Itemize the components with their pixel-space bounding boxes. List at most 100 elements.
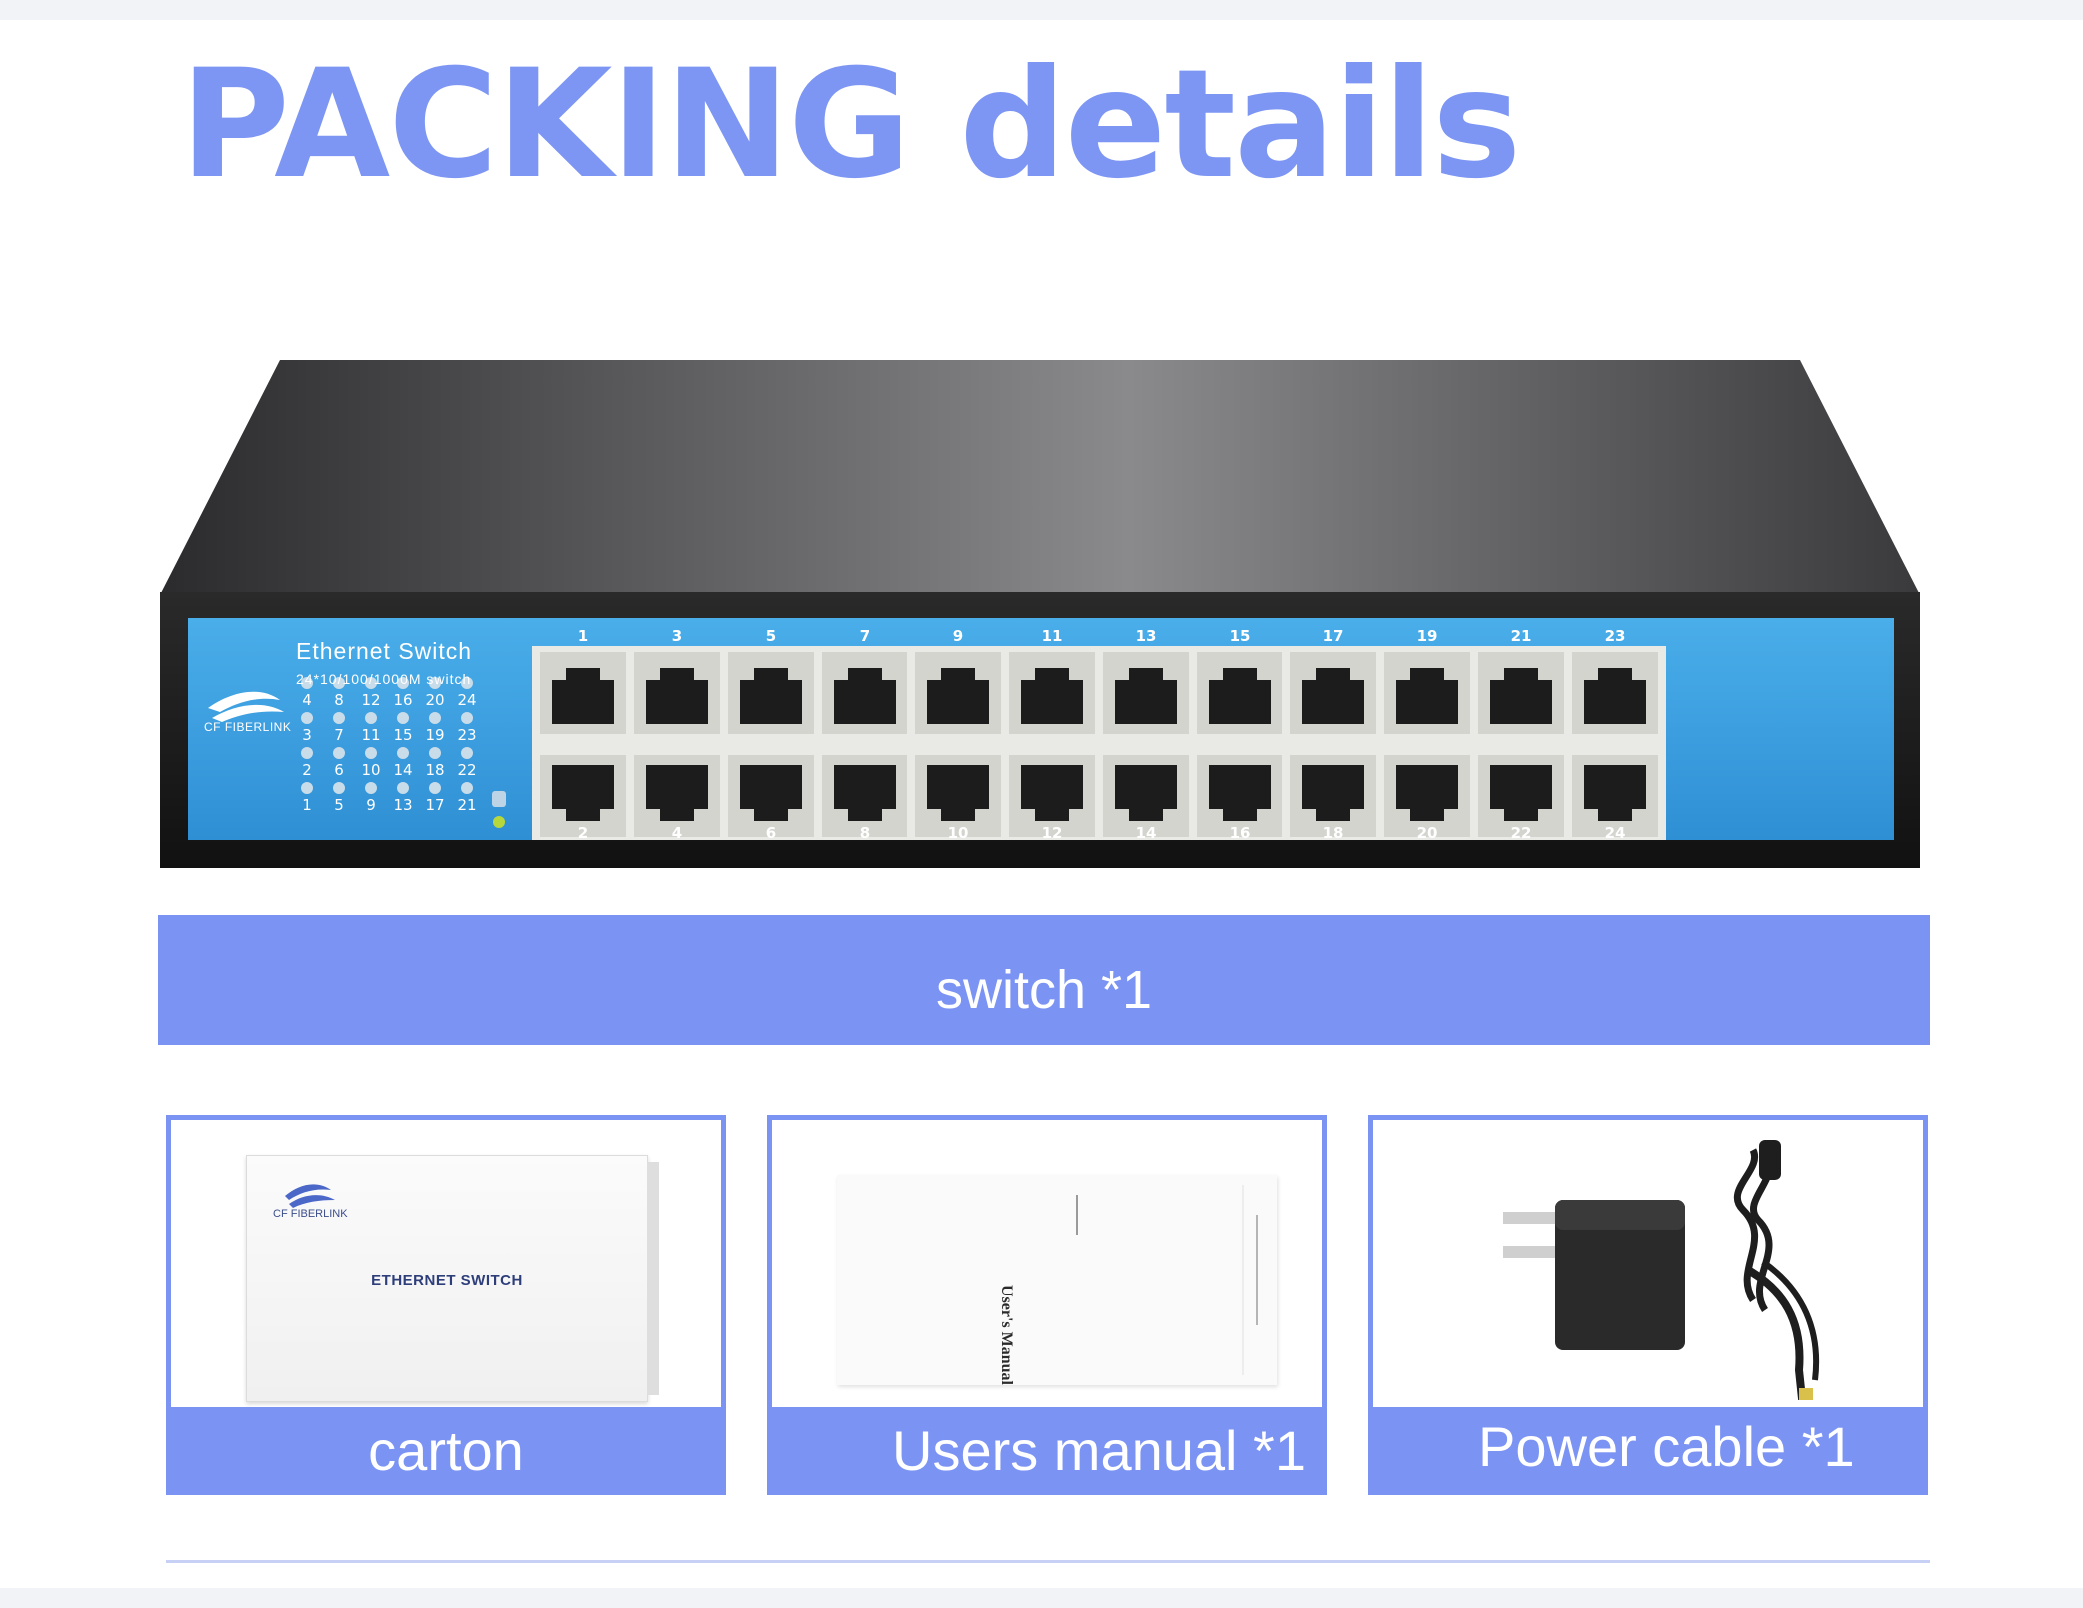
port-led: [301, 677, 313, 689]
port-number-bottom: 24: [1604, 824, 1626, 842]
rj45-port-opening: [834, 668, 896, 724]
port-led: [429, 677, 441, 689]
switch-spec: 24*10/100/1000M switch: [296, 671, 472, 687]
port-led: [333, 677, 345, 689]
rj45-port-opening: [1209, 765, 1271, 821]
rj45-port-opening: [1302, 765, 1364, 821]
port-led: [397, 747, 409, 759]
port-led: [397, 712, 409, 724]
rj45-port-opening: [1115, 668, 1177, 724]
rj45-port-opening: [1584, 668, 1646, 724]
port-led: [461, 712, 473, 724]
led-number: 19: [425, 726, 445, 744]
port-led: [429, 747, 441, 759]
port-led: [461, 782, 473, 794]
led-number: 8: [334, 691, 344, 709]
logo-wing-2: [212, 704, 284, 722]
port-number-top: 17: [1322, 627, 1344, 645]
port-led: [301, 712, 313, 724]
port-groups: [532, 646, 1666, 840]
port-led: [461, 747, 473, 759]
port-led: [429, 712, 441, 724]
port-led: [461, 677, 473, 689]
port-number-bottom: 12: [1041, 824, 1063, 842]
led-number: 3: [302, 726, 312, 744]
carton-side: [647, 1162, 659, 1395]
port-led: [333, 747, 345, 759]
port-led: [365, 712, 377, 724]
port-led: [365, 677, 377, 689]
page: PACKING details: [0, 20, 2083, 1588]
led-number: 17: [425, 796, 445, 814]
carton-brand: CF FIBERLINK: [273, 1208, 348, 1220]
rj45-port-opening: [740, 668, 802, 724]
rj45-port-opening: [552, 765, 614, 821]
switch-illustration: [160, 360, 1920, 868]
carton-logo-icon: [285, 1184, 335, 1208]
power-led: [492, 791, 506, 807]
rj45-port-opening: [1396, 765, 1458, 821]
rj45-port-opening: [1209, 668, 1271, 724]
led-number: 18: [425, 761, 445, 779]
led-number: 12: [361, 691, 381, 709]
power-indicator: [493, 816, 505, 828]
led-number: 23: [457, 726, 477, 744]
switch-brand: CF FIBERLINK: [204, 720, 292, 734]
port-led: [301, 782, 313, 794]
rj45-port-opening: [740, 765, 802, 821]
led-number: 21: [457, 796, 477, 814]
bottom-divider: [166, 1560, 1930, 1563]
led-number: 15: [393, 726, 413, 744]
led-number: 5: [334, 796, 344, 814]
manual-booklet: User's Manual: [837, 1175, 1277, 1385]
manual-cover-text: User's Manual: [998, 1285, 1015, 1385]
rj45-port-opening: [834, 765, 896, 821]
manual-card: User's Manual Users manual *1: [767, 1115, 1327, 1495]
carton-label: carton: [166, 1407, 726, 1495]
port-number-top: 13: [1135, 627, 1157, 645]
port-led: [301, 747, 313, 759]
port-number-bottom: 2: [577, 824, 589, 842]
power-adapter-icon: [1503, 1140, 1820, 1400]
port-number-top: 15: [1229, 627, 1251, 645]
switch-image: Ethernet Switch 24*10/100/1000M switch C…: [160, 340, 1920, 870]
led-number: 4: [302, 691, 312, 709]
port-number-bottom: 14: [1135, 824, 1157, 842]
port-led: [397, 677, 409, 689]
port-number-bottom: 6: [765, 824, 777, 842]
led-number: 11: [361, 726, 381, 744]
rj45-port-opening: [1115, 765, 1177, 821]
led-number: 13: [393, 796, 413, 814]
port-number-bottom: 10: [947, 824, 969, 842]
port-number-top: 11: [1041, 627, 1063, 645]
rj45-port-opening: [1490, 668, 1552, 724]
port-led: [365, 747, 377, 759]
rj45-port-opening: [552, 668, 614, 724]
port-number-bottom: 22: [1510, 824, 1532, 842]
rj45-port-opening: [1584, 765, 1646, 821]
switch-top: [160, 360, 1920, 595]
rj45-port-opening: [1490, 765, 1552, 821]
carton-box: CF FIBERLINK ETHERNET SWITCH: [246, 1155, 659, 1402]
led-number: 24: [457, 691, 477, 709]
led-number: 16: [393, 691, 413, 709]
port-number-top: 5: [765, 627, 777, 645]
rj45-port-opening: [1021, 765, 1083, 821]
rj45-port-opening: [1396, 668, 1458, 724]
port-led: [397, 782, 409, 794]
rj45-port-opening: [927, 765, 989, 821]
port-led: [333, 712, 345, 724]
port-led: [429, 782, 441, 794]
led-number: 9: [366, 796, 376, 814]
port-led: [333, 782, 345, 794]
rj45-port-opening: [646, 765, 708, 821]
led-number: 14: [393, 761, 413, 779]
manual-label: Users manual *1: [767, 1407, 1327, 1495]
rj45-port-opening: [1302, 668, 1364, 724]
switch-product-line: Ethernet Switch: [296, 638, 473, 664]
page-title: PACKING details: [180, 38, 1521, 212]
led-number: 2: [302, 761, 312, 779]
port-number-bottom: 20: [1416, 824, 1438, 842]
led-grid: [301, 677, 473, 794]
power-label: Power cable *1: [1368, 1407, 1928, 1495]
